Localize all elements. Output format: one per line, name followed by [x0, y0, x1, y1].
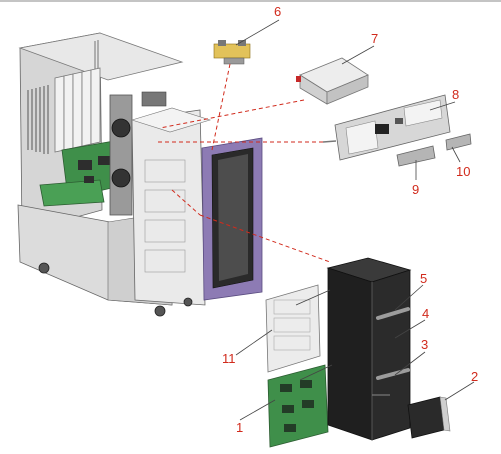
component-1-circuit-board [267, 364, 329, 448]
callout-9: 9 [412, 182, 420, 197]
front-door [201, 137, 263, 301]
drive-cage-rail [376, 307, 410, 380]
chassis-casters [38, 262, 193, 317]
callout-3: 3 [421, 337, 429, 352]
component-8-bezel [322, 94, 451, 161]
callout-5: 5 [420, 271, 428, 286]
component-11-backplane [265, 284, 321, 373]
callout-10: 10 [456, 164, 471, 179]
callout-1: 1 [236, 420, 244, 435]
component-6-module [213, 40, 251, 65]
callout-2: 2 [471, 369, 479, 384]
front-drive-bay [130, 107, 212, 306]
rear-vent-grille [27, 85, 49, 154]
component-9-filler [396, 145, 436, 167]
callout-8: 8 [452, 87, 460, 102]
callout-6: 6 [274, 4, 282, 19]
drive-cage-assembly [326, 257, 412, 441]
callout-11: 11 [222, 351, 236, 366]
pci-cards [54, 67, 101, 153]
component-10-filler [445, 133, 472, 151]
system-board-card [39, 179, 105, 207]
component-2-hard-drive [407, 396, 451, 439]
callout-7: 7 [371, 31, 379, 46]
server-chassis [17, 32, 263, 317]
leader-lines [158, 63, 331, 263]
callout-4: 4 [422, 306, 430, 321]
component-7-media-drive [296, 57, 369, 105]
fan-assembly [109, 91, 167, 216]
callout-lines [235, 19, 475, 421]
